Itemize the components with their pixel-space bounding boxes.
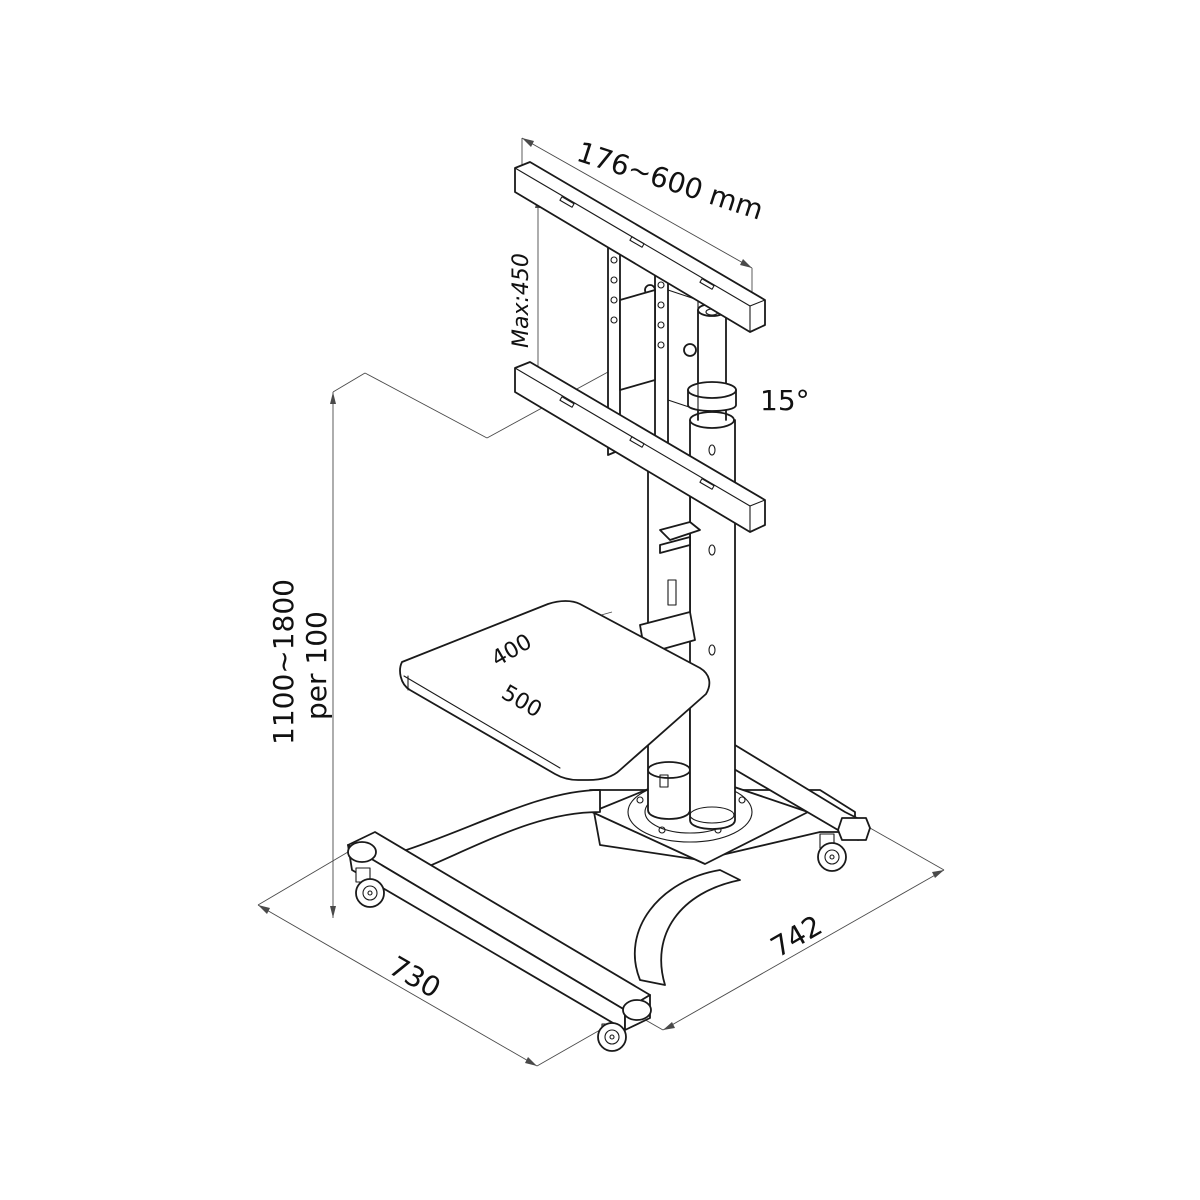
base-width-label: 742 bbox=[765, 909, 828, 964]
left-curved-arm bbox=[399, 789, 601, 871]
right-rear-leg bbox=[721, 741, 871, 841]
right-curved-arm bbox=[634, 869, 741, 986]
vesa-height-label: Max:450 bbox=[509, 253, 534, 348]
caster-rear-right bbox=[817, 833, 847, 872]
front-bar bbox=[347, 831, 652, 1031]
bottom-rail bbox=[514, 361, 766, 533]
caster-front-right bbox=[597, 1022, 627, 1052]
base-depth-label: 730 bbox=[384, 949, 447, 1004]
casters bbox=[355, 833, 847, 1052]
base-depth-dimension-line bbox=[257, 851, 601, 1067]
tilt-angle-label: 15° bbox=[760, 384, 810, 417]
caster-front-left bbox=[355, 867, 385, 908]
tilt-head bbox=[607, 224, 699, 476]
main-column bbox=[687, 303, 737, 830]
shelf bbox=[399, 600, 711, 781]
top-rail bbox=[514, 161, 766, 333]
height-range-label: 1100~1800 bbox=[267, 579, 300, 745]
dimension-lines bbox=[257, 137, 945, 1067]
height-step-label: per 100 bbox=[300, 611, 333, 720]
total-height-dimension-line bbox=[330, 371, 609, 918]
vesa-width-dimension-line bbox=[521, 137, 753, 295]
base-width-dimension-line bbox=[634, 827, 945, 1031]
